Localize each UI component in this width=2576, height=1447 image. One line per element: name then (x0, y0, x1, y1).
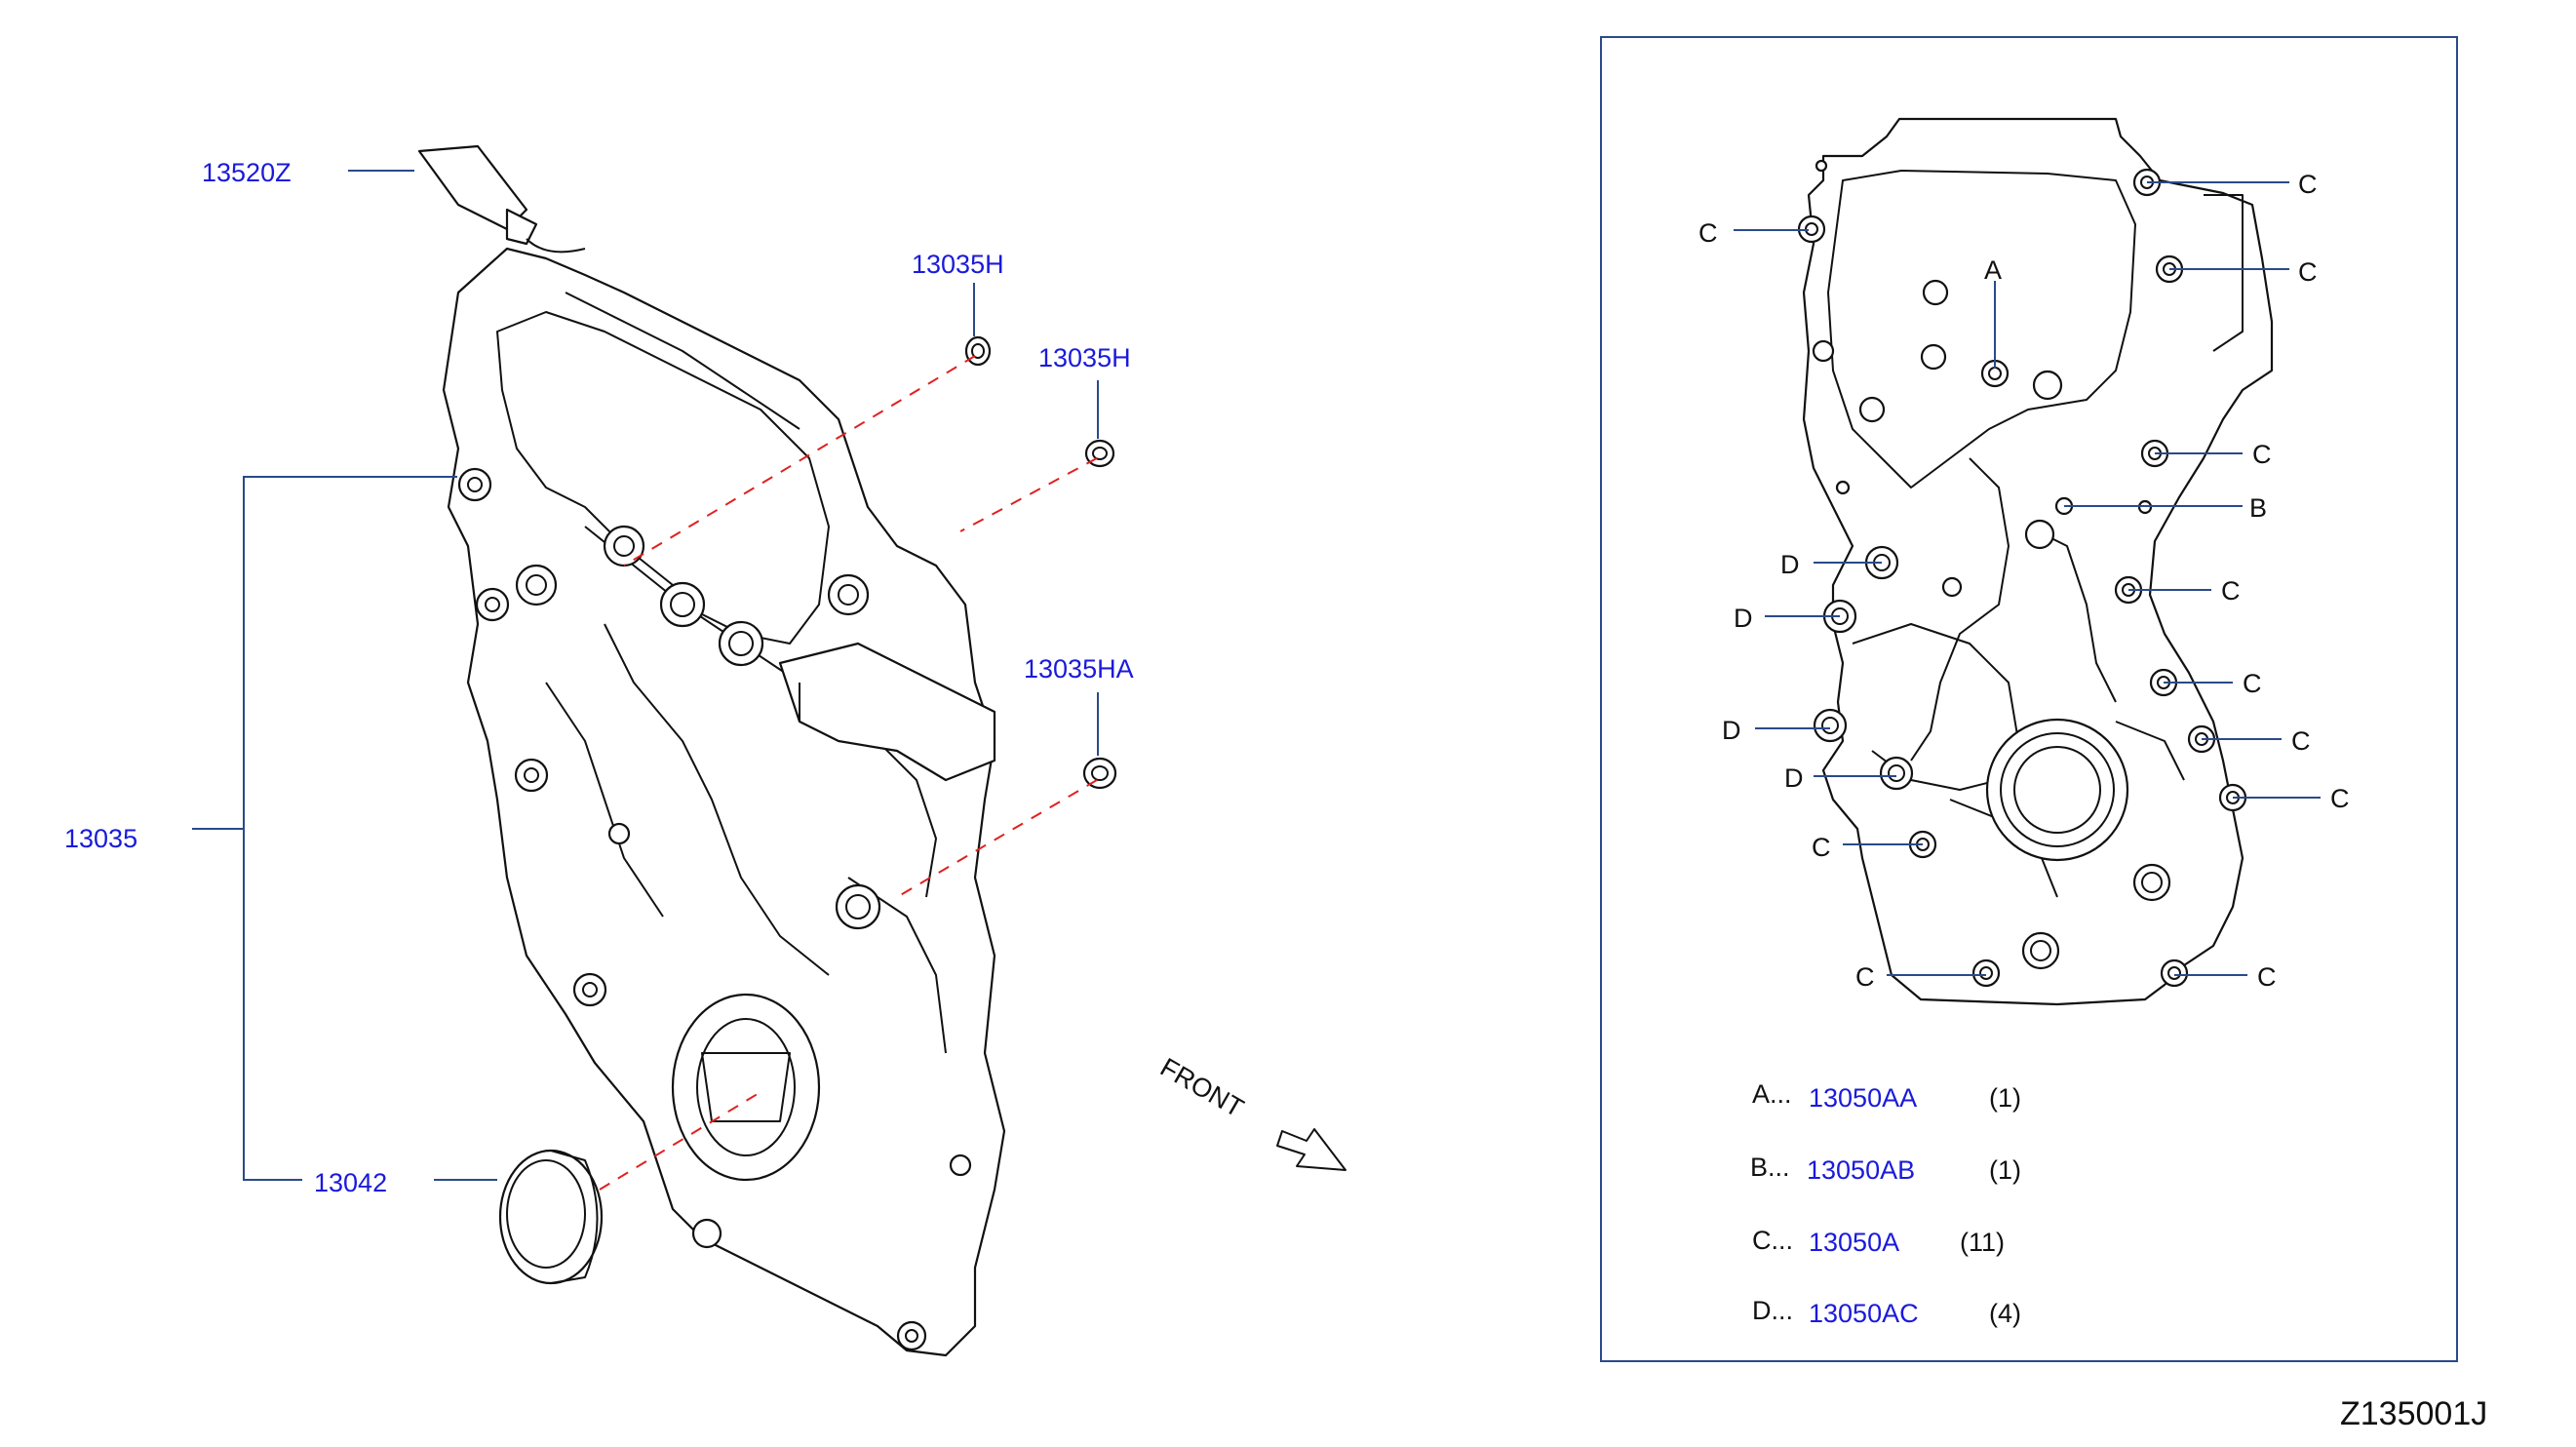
alignment-lines (599, 355, 1098, 1191)
legend-key-a: A... (1752, 1079, 1792, 1109)
legend-qty-d: (4) (1989, 1299, 2021, 1328)
legend-qty-a: (1) (1989, 1083, 2021, 1113)
bolt-letter-c: C (2257, 962, 2277, 992)
legend-part-d[interactable]: 13050AC (1809, 1299, 1919, 1328)
legend-part-b[interactable]: 13050AB (1807, 1155, 1915, 1185)
bolt-letter-c: C (2252, 440, 2272, 469)
callout-plug-lower[interactable]: 13035HA (1024, 654, 1134, 684)
diagram-id: Z135001J (2340, 1395, 2487, 1432)
legend-part-a[interactable]: 13050AA (1809, 1083, 1917, 1113)
bolt-letter-b: B (2249, 493, 2267, 523)
bolt-letter-c: C (2298, 170, 2318, 199)
bolt-letter-d: D (1722, 716, 1741, 745)
legend-key-d: D... (1752, 1296, 1793, 1325)
bolt-letter-labels: A B C C C C C C C C C C C D D D D (1698, 170, 2350, 992)
bolt-letter-c: C (2221, 576, 2241, 606)
bolt-letter-c: C (1812, 833, 1831, 862)
bolt-letter-c: C (2298, 257, 2318, 287)
leader-lines-left (192, 170, 1099, 1181)
callout-plug-middle[interactable]: 13035H (1038, 343, 1131, 372)
legend-key-c: C... (1752, 1226, 1793, 1255)
legend-key-b: B... (1750, 1153, 1790, 1182)
timing-cover-illustration (417, 144, 1117, 1357)
callout-plug-upper[interactable]: 13035H (912, 250, 1004, 279)
front-arrow-icon (1276, 1128, 1347, 1171)
bolt-letter-d: D (1784, 763, 1804, 793)
callout-dipstick-tube[interactable]: 13520Z (202, 158, 292, 187)
cover-front-view (1797, 117, 2274, 1006)
callout-cover[interactable]: 13035 (64, 824, 137, 853)
leader-lines-right (1734, 181, 2321, 976)
bolt-letter-a: A (1984, 255, 2002, 285)
bolt-letter-c: C (2243, 669, 2262, 698)
bolt-legend: A... 13050AA (1) B... 13050AB (1) C... 1… (1750, 1079, 2021, 1328)
legend-part-c[interactable]: 13050A (1809, 1228, 1899, 1257)
callout-oil-seal[interactable]: 13042 (314, 1168, 387, 1197)
bolt-letter-c: C (1698, 218, 1718, 248)
bolt-letter-c: C (1855, 962, 1875, 992)
bolt-letter-c: C (2330, 784, 2350, 813)
bolt-letter-c: C (2291, 726, 2311, 756)
legend-qty-b: (1) (1989, 1155, 2021, 1185)
front-direction: FRONT (1155, 1052, 1347, 1171)
legend-qty-c: (11) (1960, 1228, 2005, 1257)
front-label: FRONT (1155, 1052, 1249, 1122)
bolt-letter-d: D (1780, 550, 1800, 579)
bolt-letter-d: D (1734, 604, 1753, 633)
bolt-detail-panel (1600, 36, 2458, 1362)
